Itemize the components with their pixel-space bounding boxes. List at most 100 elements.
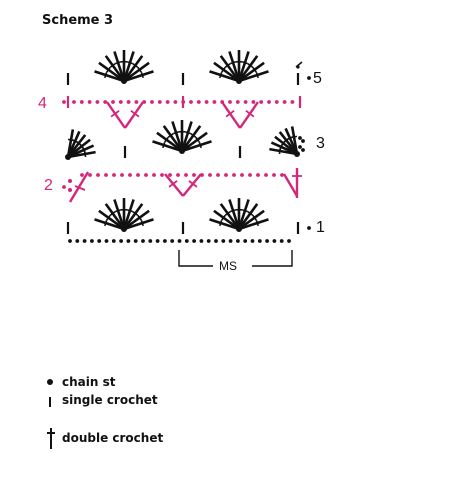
chain-dot: [279, 239, 284, 243]
chain-dot: [298, 136, 302, 140]
chain-dot: [176, 173, 180, 177]
chain-dot: [192, 173, 196, 177]
chain-dot: [235, 100, 240, 104]
row5-fan: [209, 50, 269, 84]
chain-dot: [126, 239, 131, 243]
chain-dot: [243, 239, 248, 243]
chain-dot: [208, 173, 212, 177]
chain-dot: [62, 185, 66, 189]
chain-dot: [298, 145, 302, 149]
chain-dot: [256, 173, 260, 177]
chain-dot: [184, 173, 188, 177]
chain-dot: [87, 100, 92, 104]
chain-dot: [163, 239, 167, 243]
chain-dot: [214, 239, 218, 243]
chain-dot: [72, 100, 76, 104]
chain-dot: [168, 173, 172, 177]
chain-dot: [173, 100, 178, 104]
row3-half-fan-left: [65, 129, 96, 160]
chain-dot: [221, 239, 226, 243]
chain-dot: [120, 173, 124, 177]
chain-dot-icon: [47, 379, 53, 385]
chain-dot: [259, 100, 264, 104]
chain-dot: [144, 173, 148, 177]
chain-dot: [272, 239, 277, 243]
chain-dot: [148, 239, 153, 243]
chain-dot: [267, 100, 271, 104]
legend-label-single-crochet: single crochet: [62, 393, 158, 407]
chain-dot: [128, 173, 132, 177]
repeat-label: MS: [219, 259, 237, 273]
legend-label-chain: chain st: [62, 375, 116, 389]
chain-dot: [307, 76, 311, 80]
chain-dot: [290, 100, 295, 104]
chain-dot: [228, 239, 233, 243]
chain-dot: [282, 100, 287, 104]
row3-fan: [152, 120, 212, 154]
chain-dot: [90, 239, 94, 243]
chain-dot: [228, 100, 232, 104]
row4-v-stitch: [106, 101, 144, 129]
row-label-4: 4: [38, 95, 47, 112]
chain-dot: [257, 239, 262, 243]
row-label-1: 1: [316, 219, 325, 236]
chain-dot: [165, 100, 170, 104]
diagram-title: Scheme 3: [42, 13, 114, 28]
row5-fan: [94, 50, 154, 84]
chain-dot: [104, 173, 108, 177]
row3-half-fan-right: [269, 126, 300, 157]
row2-v-stitch: [164, 173, 202, 197]
chain-dot: [68, 239, 72, 243]
legend-single-crochet: single crochet: [44, 391, 158, 409]
row2-edge-dc-bar: [74, 185, 86, 191]
turning-chain: [295, 61, 303, 68]
chain-dot: [88, 173, 92, 177]
chain-dot: [141, 239, 145, 243]
repeat-bracket-left: [178, 250, 213, 267]
legend-label-double-crochet: double crochet: [62, 431, 164, 445]
chain-dot: [160, 173, 164, 177]
chain-dot: [119, 239, 123, 243]
row4-v-stitch: [221, 101, 259, 129]
chain-dot: [133, 239, 138, 243]
chain-dot: [96, 173, 100, 177]
chain-dot: [75, 239, 80, 243]
chain-dot: [243, 100, 248, 104]
chain-dot: [95, 100, 100, 104]
chain-dot: [177, 239, 182, 243]
chain-dot: [307, 226, 311, 230]
chain-dot: [134, 100, 139, 104]
chain-dot: [264, 173, 268, 177]
chain-dot: [189, 100, 193, 104]
single-crochet-icon: [49, 397, 51, 407]
chain-dot: [97, 239, 102, 243]
chain-dot: [248, 173, 252, 177]
legend-chain: chain st: [44, 373, 115, 391]
chain-dot: [232, 173, 236, 177]
chain-dot: [79, 100, 84, 104]
chain-dot: [265, 239, 269, 243]
chain-dot: [240, 173, 244, 177]
row-label-2: 2: [44, 177, 53, 194]
repeat-bracket-right: [252, 250, 293, 267]
chain-dot: [250, 239, 255, 243]
chain-dot: [150, 100, 154, 104]
chain-dot: [272, 173, 276, 177]
chain-dot: [287, 239, 291, 243]
row2-edge-dc: [282, 173, 299, 197]
row2-fan: [94, 198, 154, 232]
row-label-5: 5: [313, 70, 322, 87]
chain-dot: [301, 139, 305, 143]
chain-dot: [118, 100, 123, 104]
chain-dot: [184, 239, 189, 243]
chain-dot: [236, 239, 240, 243]
chain-dot: [301, 148, 305, 152]
chain-dot: [103, 100, 108, 104]
chain-dot: [80, 173, 84, 177]
chain-dot: [199, 239, 204, 243]
chain-dot: [112, 173, 116, 177]
chain-dot: [62, 100, 66, 104]
chain-dot: [204, 100, 209, 104]
chain-dot: [136, 173, 140, 177]
